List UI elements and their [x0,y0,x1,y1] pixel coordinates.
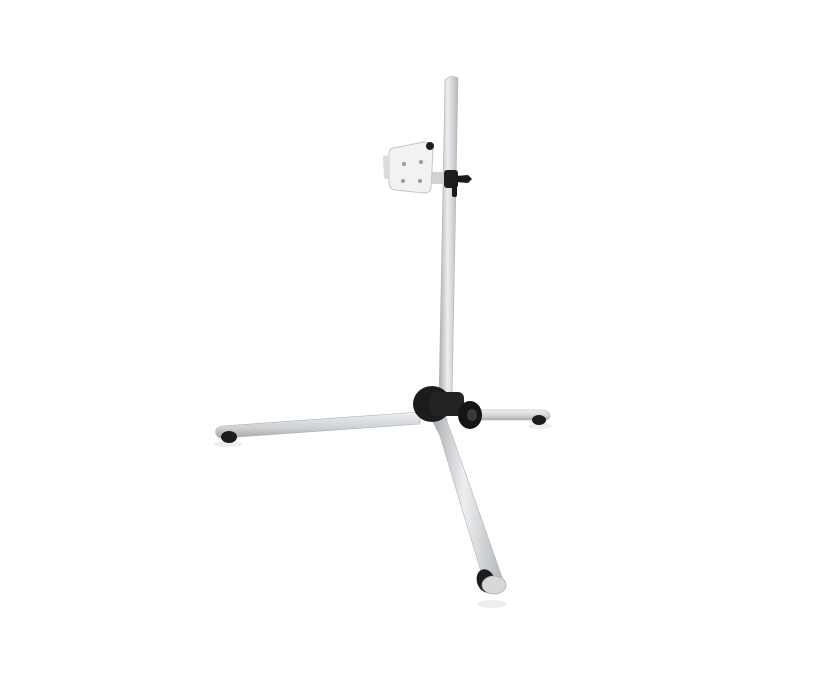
pole-clamp-knob-icon [444,170,472,197]
front-leg [431,415,507,595]
right-foot-icon [532,415,546,425]
left-leg [215,411,421,443]
hub-clamp [413,386,482,429]
screw-icon [418,179,422,183]
right-leg [469,409,551,425]
screw-icon [402,162,406,166]
vertical-pole [438,76,459,399]
left-foot-icon [221,431,237,443]
floor-shadows [214,423,552,608]
mount-plate [383,141,444,194]
screw-icon [401,179,405,183]
screw-icon [419,160,423,164]
